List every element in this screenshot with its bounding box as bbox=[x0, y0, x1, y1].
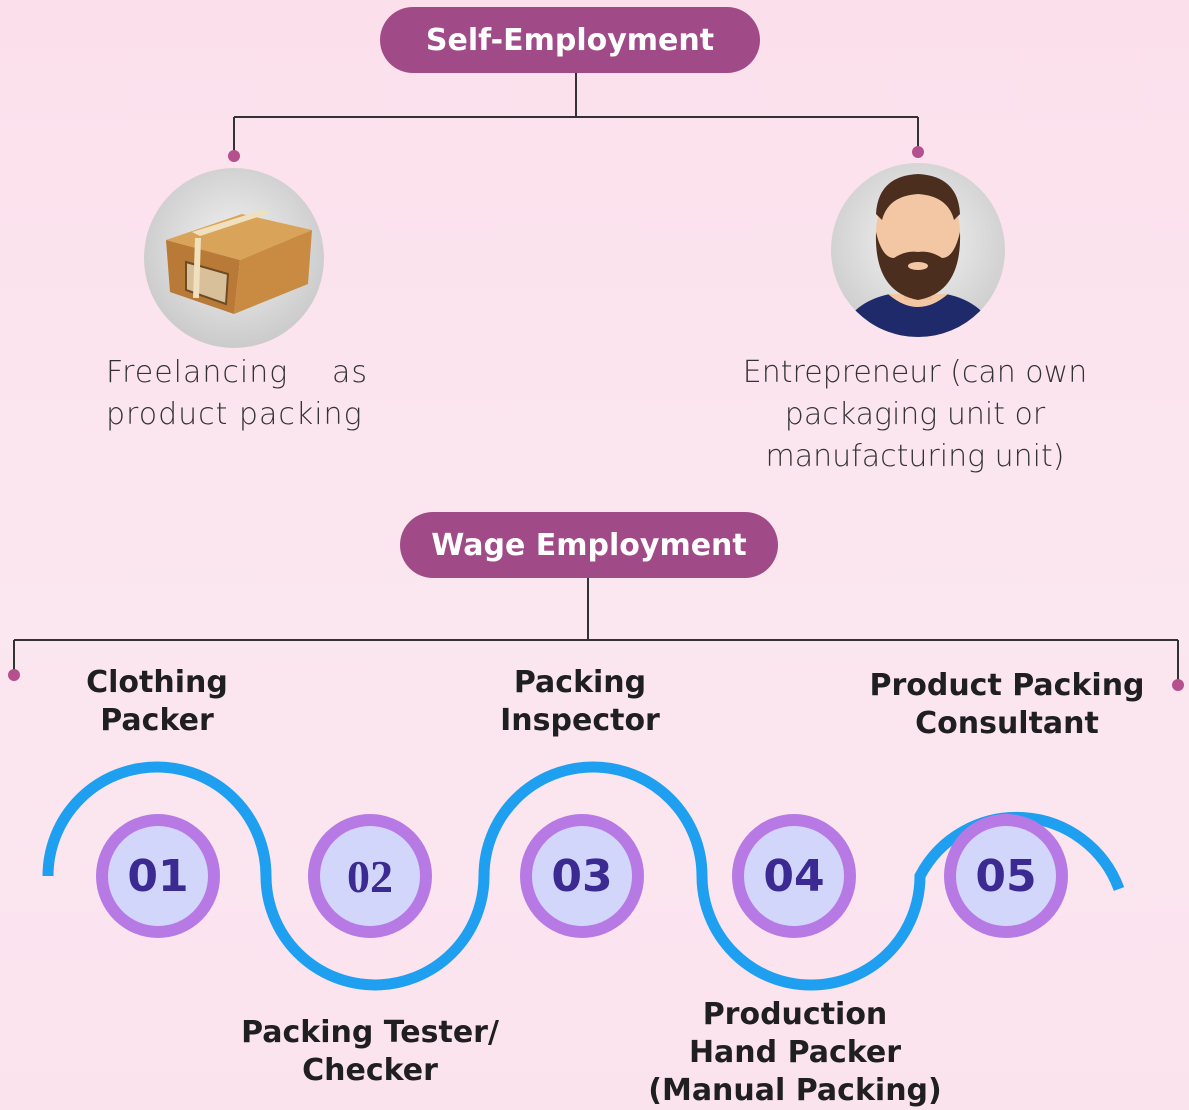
step-number-label: 03 bbox=[532, 826, 632, 926]
connector-dot bbox=[912, 146, 924, 158]
step-number-01: 01 bbox=[96, 814, 220, 938]
steps-wave bbox=[42, 761, 1125, 991]
self-employment-connectors bbox=[233, 73, 919, 154]
cardboard-box-icon bbox=[144, 168, 324, 348]
job-title-packing-tester-checker: Packing Tester/Checker bbox=[241, 1015, 499, 1088]
step-number-label: 05 bbox=[956, 826, 1056, 926]
step-number-03: 03 bbox=[520, 814, 644, 938]
step-number-04: 04 bbox=[732, 814, 856, 938]
wage-employment-connectors bbox=[13, 578, 1179, 682]
connector-dot bbox=[8, 669, 20, 681]
freelancing-caption: Freelancing as product packing bbox=[106, 355, 368, 432]
step-number-label: 04 bbox=[744, 826, 844, 926]
step-number-label: 02 bbox=[320, 826, 420, 926]
entrepreneur-caption: Entrepreneur (can own packaging unit or … bbox=[742, 355, 1088, 474]
bearded-man-avatar-icon bbox=[831, 163, 1005, 337]
connector-dot bbox=[1172, 679, 1184, 691]
step-number-05: 05 bbox=[944, 814, 1068, 938]
step-number-02: 02 bbox=[308, 814, 432, 938]
step-number-label: 01 bbox=[108, 826, 208, 926]
wage-employment-heading: Wage Employment bbox=[400, 512, 778, 578]
connector-dot bbox=[228, 150, 240, 162]
self-employment-heading: Self-Employment bbox=[380, 7, 760, 73]
